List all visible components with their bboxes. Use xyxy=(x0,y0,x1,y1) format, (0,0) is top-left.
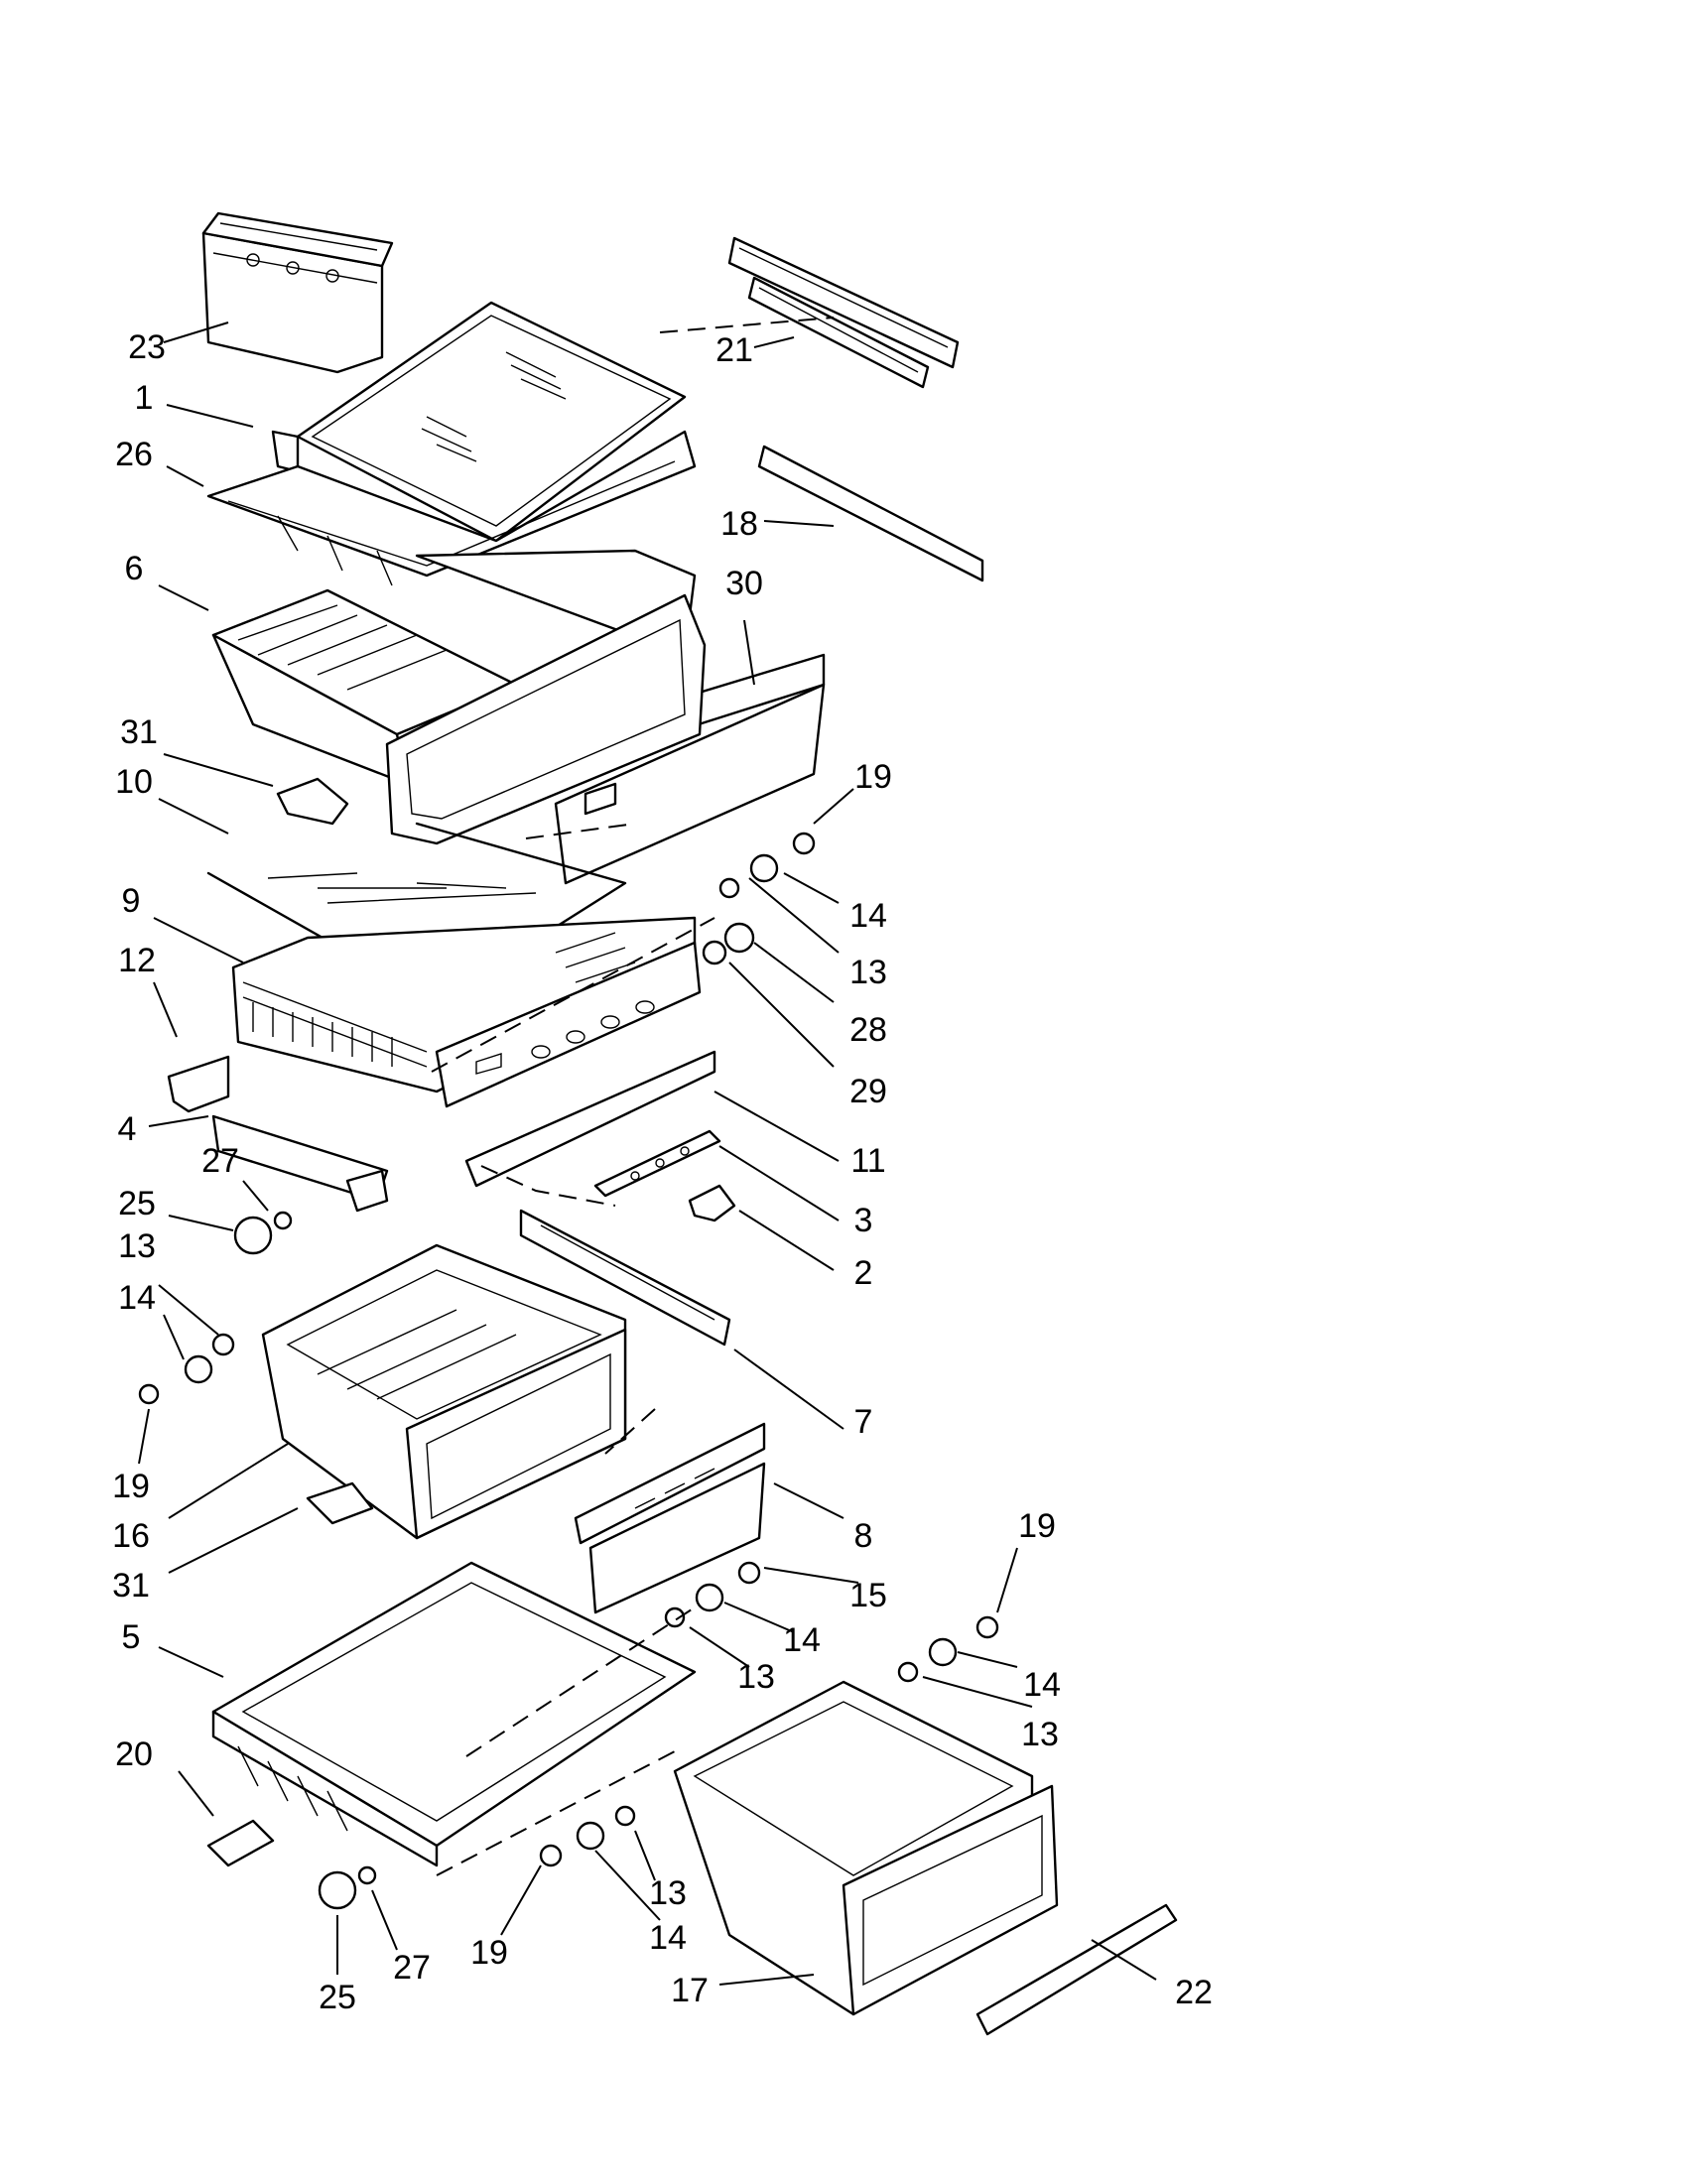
callout-1: 1 xyxy=(135,379,154,417)
part-21-slide xyxy=(727,236,960,389)
part-7-slide xyxy=(519,1209,731,1347)
callout-3: 3 xyxy=(854,1202,873,1239)
part-17-drawer xyxy=(673,1680,1059,2016)
callout-5: 5 xyxy=(122,1618,141,1656)
callout-28: 28 xyxy=(849,1011,887,1049)
callout-12: 12 xyxy=(118,942,156,979)
callout-25: 25 xyxy=(118,1185,156,1222)
callout-31: 31 xyxy=(112,1567,150,1605)
part-5-frame xyxy=(211,1561,697,1867)
callout-19: 19 xyxy=(470,1934,508,1972)
part-22-handle xyxy=(975,1903,1178,2036)
callout-30: 30 xyxy=(725,565,763,602)
callout-13: 13 xyxy=(849,954,887,991)
callout-7: 7 xyxy=(854,1403,873,1441)
part-2-clip xyxy=(688,1184,736,1222)
callout-14: 14 xyxy=(849,897,887,935)
part-9-housing xyxy=(231,916,702,1108)
part-3-bracket xyxy=(593,1129,721,1198)
callouts: 23 1 26 6 21 18 30 31 10 19 14 13 28 9 1… xyxy=(112,328,1213,2016)
part-16-drawer xyxy=(261,1243,627,1540)
part-31-clip-upper xyxy=(276,777,349,826)
callout-14: 14 xyxy=(783,1621,821,1659)
callout-15: 15 xyxy=(849,1577,887,1614)
callout-16: 16 xyxy=(112,1517,150,1555)
callout-13: 13 xyxy=(737,1658,775,1696)
callout-9: 9 xyxy=(122,882,141,920)
callout-13: 13 xyxy=(118,1227,156,1265)
callout-10: 10 xyxy=(115,763,153,801)
callout-19: 19 xyxy=(112,1468,150,1505)
callout-8: 8 xyxy=(854,1517,873,1555)
callout-2: 2 xyxy=(854,1254,873,1292)
callout-23: 23 xyxy=(128,328,166,366)
callout-11: 11 xyxy=(850,1142,885,1180)
callout-21: 21 xyxy=(715,331,753,369)
callout-25: 25 xyxy=(319,1979,356,2016)
part-31-clip-lower xyxy=(306,1481,374,1525)
callout-14: 14 xyxy=(1023,1666,1061,1704)
callout-17: 17 xyxy=(671,1972,709,2009)
leaders xyxy=(138,321,1157,1986)
callout-26: 26 xyxy=(115,436,153,473)
callout-14: 14 xyxy=(118,1279,156,1317)
callout-22: 22 xyxy=(1175,1974,1213,2011)
callout-6: 6 xyxy=(125,550,144,587)
fasteners xyxy=(138,832,999,1910)
callout-27: 27 xyxy=(393,1949,431,1987)
part-20-foot xyxy=(206,1819,275,1867)
callout-27: 27 xyxy=(201,1142,239,1180)
part-18-rail xyxy=(757,445,984,582)
part-drawer-front-upper xyxy=(385,593,707,845)
callout-19: 19 xyxy=(854,758,892,796)
callout-13: 13 xyxy=(649,1874,687,1912)
callout-29: 29 xyxy=(849,1073,887,1110)
part-26-shelf-frame xyxy=(206,430,697,586)
callout-14: 14 xyxy=(649,1919,687,1957)
callout-20: 20 xyxy=(115,1735,153,1773)
part-12-rail xyxy=(167,1055,230,1113)
callout-19: 19 xyxy=(1018,1507,1056,1545)
callout-31: 31 xyxy=(120,713,158,751)
part-4-bracket xyxy=(211,1114,389,1213)
part-11-rail xyxy=(464,1050,716,1188)
callout-18: 18 xyxy=(720,505,758,543)
callout-4: 4 xyxy=(118,1110,137,1148)
callout-13: 13 xyxy=(1021,1716,1059,1753)
part-8-cover xyxy=(574,1422,766,1614)
part-23-bin xyxy=(201,211,394,374)
alignment-lines xyxy=(431,317,835,1876)
